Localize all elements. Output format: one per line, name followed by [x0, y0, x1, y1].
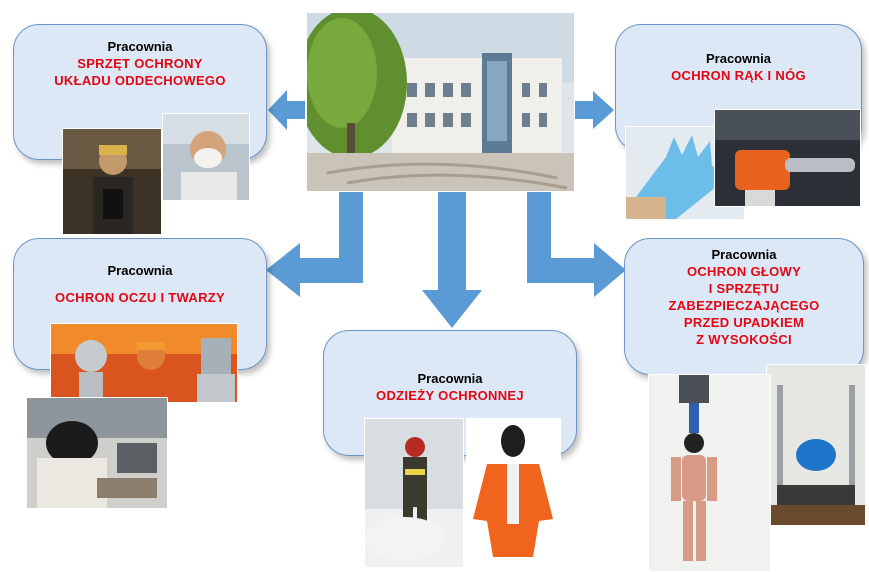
respiratory-photo-miner [62, 128, 162, 235]
lab-label: Pracownia [711, 247, 777, 262]
lab-title-line: OCHRON OCZU I TWARZY [55, 290, 225, 305]
lab-title-line: OCHRON GŁOWY [686, 264, 802, 279]
lab-title-line: I SPRZĘTU [708, 281, 780, 296]
lab-label: Pracownia [705, 51, 772, 66]
fall-photo-dummy [648, 374, 771, 572]
clothing-photo-firefighter [364, 418, 464, 568]
clothing-photo-orange-suit [466, 418, 561, 558]
head-photo-helmet-tester [766, 364, 866, 526]
lab-label: Pracownia [107, 39, 173, 54]
institute-building-photo [306, 12, 575, 192]
arrow-bent-right-icon [527, 192, 626, 297]
lab-title-line: SPRZĘT OCHRONY [77, 56, 203, 71]
foot-photo-chainsaw [714, 109, 861, 207]
face-photo-welding-mask [26, 397, 168, 509]
lab-title-line: Z WYSOKOŚCI [696, 332, 792, 347]
lab-label: Pracownia [417, 371, 483, 386]
lab-title-line: PRZED UPADKIEM [683, 315, 805, 330]
arrow-down-icon [422, 192, 482, 328]
lab-title-line: UKŁADU ODDECHOWEGO [54, 73, 226, 88]
lab-title-line: ODZIEŻY OCHRONNEJ [376, 388, 524, 403]
face-photo-heat-shields [50, 323, 238, 403]
arrow-left-icon [268, 90, 305, 130]
lab-title-line: OCHRON RĄK I NÓG [671, 68, 806, 83]
lab-label: Pracownia [107, 263, 173, 278]
lab-box-head-fall-protection: Pracownia OCHRON GŁOWY I SPRZĘTU ZABEZPI… [624, 238, 864, 375]
arrow-bent-left-icon [266, 192, 363, 297]
arrow-right-icon [572, 91, 614, 129]
respiratory-photo-mask [162, 113, 250, 201]
lab-title-line: ZABEZPIECZAJĄCEGO [668, 298, 820, 313]
